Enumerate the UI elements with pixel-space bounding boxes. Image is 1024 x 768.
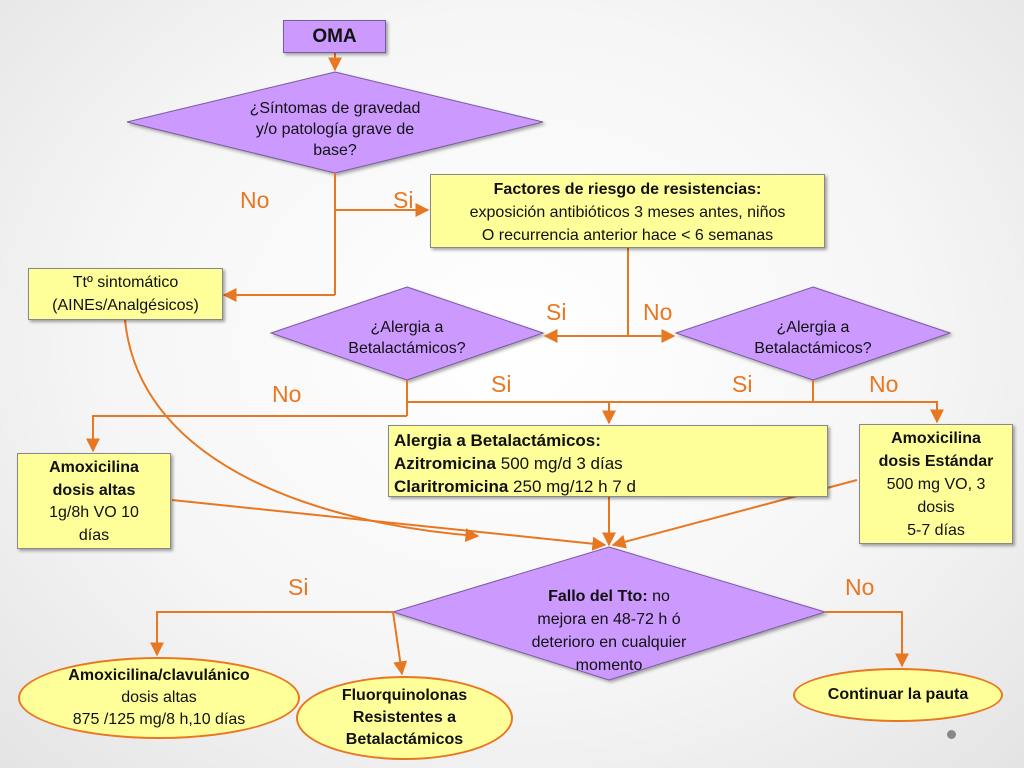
diamond-fallo bbox=[391, 546, 827, 681]
azitromicina-dose: 500 mg/d 3 días bbox=[496, 454, 623, 473]
clavulanico-title: Amoxicilina/clavulánico bbox=[68, 667, 250, 684]
label-no-alergia-right: No bbox=[869, 371, 899, 397]
amoxicilina-dosis-altas-box: Amoxicilina dosis altas 1g/8h VO 10 días bbox=[17, 453, 171, 549]
factores-line: exposición antibióticos 3 meses antes, n… bbox=[469, 204, 786, 221]
fallo-rest: no bbox=[647, 588, 670, 605]
clavulanico-line: dosis altas bbox=[121, 689, 197, 706]
label-si-gravedad: Si bbox=[393, 187, 414, 213]
amox-estandar-title: Amoxicilina bbox=[891, 430, 981, 447]
question-alergia-left: ¿Alergia a Betalactámicos? bbox=[322, 317, 492, 359]
alergia-right-line: Betalactámicos? bbox=[754, 340, 872, 357]
factores-riesgo-box: Factores de riesgo de resistencias: expo… bbox=[430, 174, 825, 248]
oma-box: OMA bbox=[283, 20, 386, 53]
fallo-line: momento bbox=[575, 657, 643, 674]
alergia-right-line: ¿Alergia a bbox=[776, 319, 850, 336]
continuar-label: Continuar la pauta bbox=[827, 686, 969, 703]
clavulanico-line: 875 /125 mg/8 h,10 días bbox=[72, 711, 246, 728]
alergia-box-title: Alergia a Betalactámicos: bbox=[394, 431, 601, 450]
sintomatico-line: Ttº sintomático bbox=[72, 274, 179, 291]
label-no-fallo: No bbox=[845, 574, 875, 600]
claritromicina-dose: 250 mg/12 h 7 d bbox=[508, 477, 636, 496]
alergia-betalactamicos-box: Alergia a Betalactámicos: Azitromicina 5… bbox=[388, 425, 828, 497]
arrow-no-to-continuar bbox=[825, 611, 909, 668]
alergia-left-line: ¿Alergia a bbox=[370, 319, 444, 336]
azitromicina-name: Azitromicina bbox=[394, 454, 497, 473]
fluor-line: Resistentes a bbox=[352, 709, 457, 726]
question-gravedad-line: base? bbox=[313, 142, 357, 159]
amoxicilina-clavulanico-ellipse: Amoxicilina/clavulánico dosis altas 875 … bbox=[18, 657, 300, 739]
fallo-line: mejora en 48-72 h ó bbox=[537, 611, 681, 628]
fluor-line: Betalactámicos bbox=[345, 731, 464, 748]
amox-altas-line: 1g/8h VO 10 bbox=[49, 504, 139, 521]
oma-label: OMA bbox=[312, 25, 357, 47]
arrow-si-to-clavulanico bbox=[150, 611, 393, 657]
label-si-alergia-left: Si bbox=[491, 371, 512, 397]
factores-title: Factores de riesgo de resistencias: bbox=[493, 181, 762, 198]
arrow-no-to-amox-altas bbox=[86, 415, 407, 453]
arrow-no-to-amox-estandar bbox=[813, 401, 944, 424]
amox-altas-line: días bbox=[78, 526, 110, 544]
label-no-alergia-left: No bbox=[272, 381, 302, 407]
label-si-fallo: Si bbox=[288, 574, 309, 600]
fallo-bold: Fallo del Tto: bbox=[548, 588, 648, 605]
continuar-pauta-ellipse: Continuar la pauta bbox=[793, 668, 1003, 722]
arrow-si-to-fluor bbox=[392, 611, 408, 676]
amox-estandar-line: dosis bbox=[917, 499, 955, 516]
question-gravedad-line: ¿Síntomas de gravedad bbox=[249, 100, 421, 117]
question-fallo-tto: Fallo del Tto: no mejora en 48-72 h ó de… bbox=[484, 585, 734, 677]
tto-sintomatico-box: Ttº sintomático (AINEs/Analgésicos) bbox=[28, 268, 223, 320]
question-alergia-right: ¿Alergia a Betalactámicos? bbox=[728, 317, 898, 359]
slide-dot-icon bbox=[947, 730, 956, 739]
question-gravedad-line: y/o patología grave de bbox=[255, 121, 415, 138]
fallo-line: deterioro en cualquier bbox=[531, 634, 687, 651]
label-no-factores: No bbox=[643, 299, 673, 325]
claritromicina-name: Claritromicina bbox=[394, 477, 509, 496]
fluor-line: Fluorquinolonas bbox=[341, 687, 468, 704]
alergia-left-line: Betalactámicos? bbox=[348, 340, 466, 357]
amox-altas-title: dosis altas bbox=[52, 481, 136, 499]
label-si-alergia-right: Si bbox=[732, 371, 753, 397]
fluorquinolonas-ellipse: Fluorquinolonas Resistentes a Betalactám… bbox=[296, 676, 513, 760]
factores-line: O recurrencia anterior hace < 6 semanas bbox=[481, 227, 774, 244]
amox-altas-title: Amoxicilina bbox=[49, 459, 139, 476]
sintomatico-line: (AINEs/Analgésicos) bbox=[52, 297, 199, 314]
amoxicilina-dosis-estandar-box: Amoxicilina dosis Estándar 500 mg VO, 3 … bbox=[859, 424, 1013, 544]
amox-estandar-title: dosis Estándar bbox=[878, 453, 994, 470]
amox-estandar-line: 5-7 días bbox=[907, 522, 965, 539]
amox-estandar-line: 500 mg VO, 3 bbox=[886, 476, 986, 493]
label-si-factores: Si bbox=[546, 299, 567, 325]
question-gravedad: ¿Síntomas de gravedad y/o patología grav… bbox=[215, 98, 455, 161]
arrow-sintomatico-curve bbox=[124, 319, 480, 543]
arrow-amox-altas-to-fallo bbox=[171, 499, 607, 551]
label-no-gravedad: No bbox=[240, 187, 270, 213]
